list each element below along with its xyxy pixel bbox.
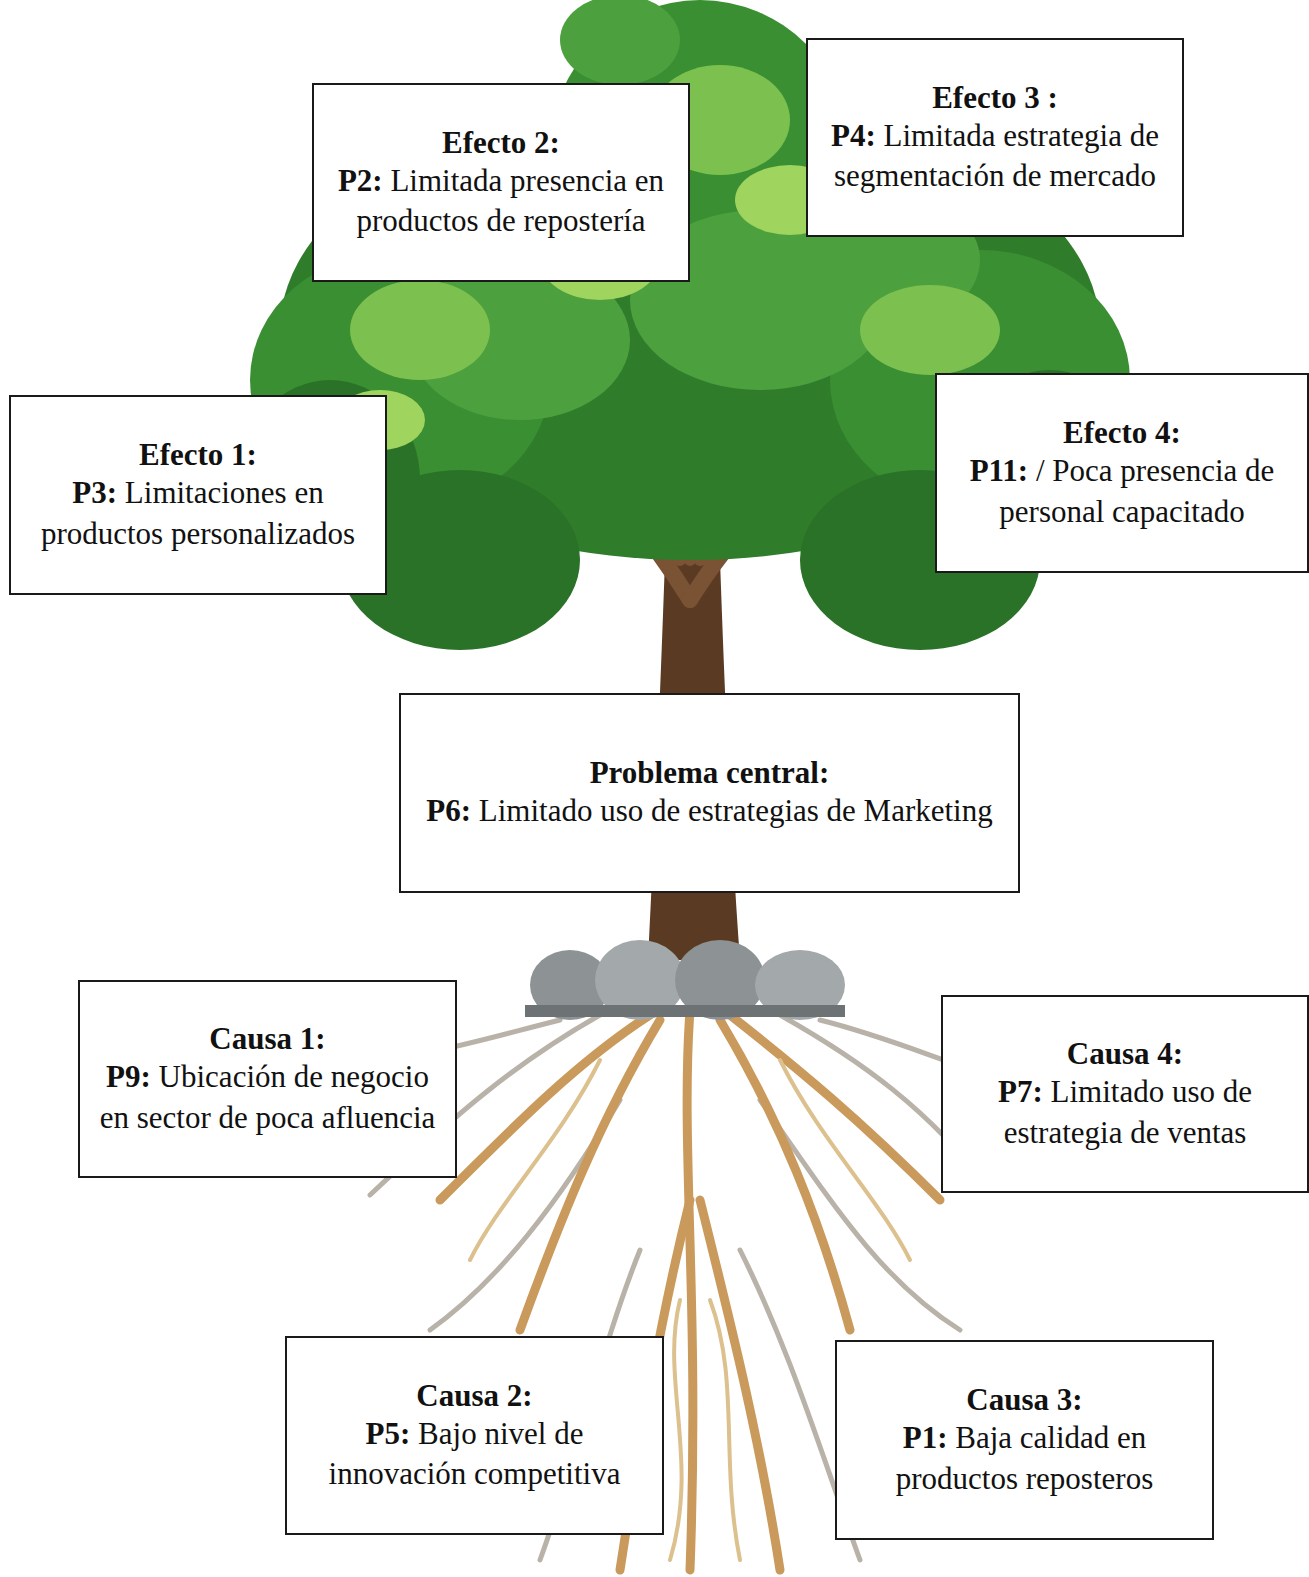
box-text: Limitada estrategia de segmentación de m… [834,118,1159,193]
problem-code: P9: [106,1059,151,1094]
box-body: P4: Limitada estrategia de segmentación … [824,116,1166,197]
problem-code: P4: [831,118,876,153]
box-heading: Problema central: [590,754,830,791]
box-text: Limitada presencia en productos de repos… [356,163,664,238]
box-heading: Causa 4: [1067,1035,1183,1072]
box-body: P11: / Poca presencia de personal capaci… [953,451,1291,532]
problem-code: P5: [366,1416,411,1451]
box-text: Ubicación de negocio en sector de poca a… [100,1059,436,1134]
box-heading: Causa 3: [966,1381,1082,1418]
problem-code: P7: [998,1074,1043,1109]
problem-code: P3: [72,475,117,510]
problem-code: P6: [426,793,471,828]
problem-code: P2: [338,163,383,198]
box-body: P9: Ubicación de negocio en sector de po… [96,1057,439,1138]
cause-box: Causa 3:P1: Baja calidad en productos re… [835,1340,1214,1540]
box-text: / Poca presencia de personal capacitado [999,453,1274,528]
rocks [525,940,845,1020]
cause-box: Causa 2:P5: Bajo nivel de innovación com… [285,1336,664,1535]
cause-box: Causa 1:P9: Ubicación de negocio en sect… [78,980,457,1178]
box-heading: Efecto 4: [1063,414,1181,451]
problem-code: P1: [903,1420,948,1455]
effect-box: Efecto 2:P2: Limitada presencia en produ… [312,83,690,282]
box-body: P6: Limitado uso de estrategias de Marke… [426,791,992,831]
box-body: P7: Limitado uso de estrategia de ventas [959,1072,1291,1153]
box-body: P2: Limitada presencia en productos de r… [330,161,672,242]
box-body: P1: Baja calidad en productos reposteros [853,1418,1196,1499]
box-body: P5: Bajo nivel de innovación competitiva [303,1414,646,1495]
effect-box: Efecto 1:P3: Limitaciones en productos p… [9,395,387,595]
box-heading: Causa 1: [209,1020,325,1057]
central-problem-box: Problema central:P6: Limitado uso de est… [399,693,1020,893]
box-text: Limitado uso de estrategias de Marketing [479,793,993,828]
box-body: P3: Limitaciones en productos personaliz… [27,473,369,554]
box-heading: Efecto 2: [442,124,560,161]
problem-code: P11: [970,453,1029,488]
box-heading: Causa 2: [416,1377,532,1414]
box-heading: Efecto 3 : [932,79,1058,116]
cause-box: Causa 4:P7: Limitado uso de estrategia d… [941,995,1309,1193]
box-heading: Efecto 1: [139,436,257,473]
effect-box: Efecto 3 :P4: Limitada estrategia de seg… [806,38,1184,237]
effect-box: Efecto 4:P11: / Poca presencia de person… [935,373,1309,573]
